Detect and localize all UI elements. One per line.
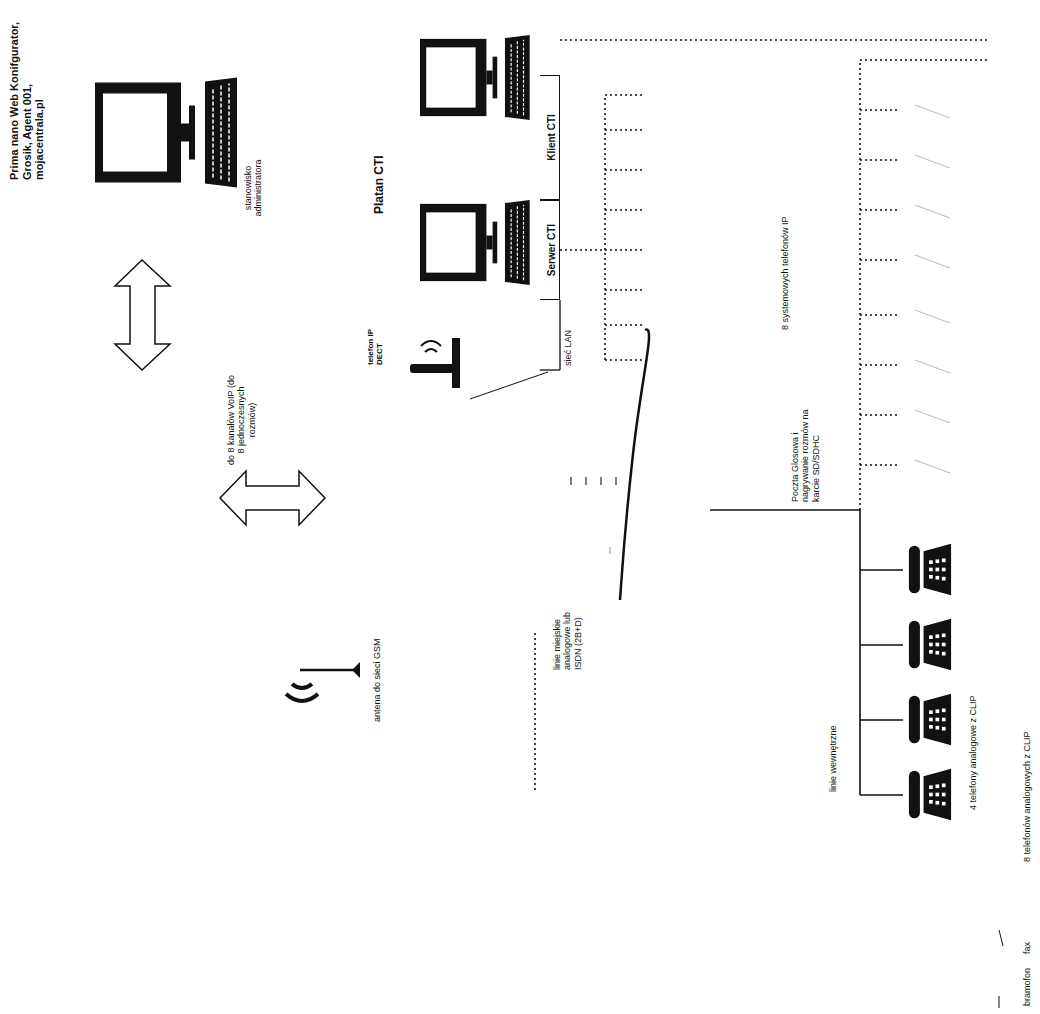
antenna-base bbox=[352, 662, 360, 678]
dect-base bbox=[452, 338, 460, 388]
ip-phone-wires bbox=[560, 40, 990, 360]
antenna-wave bbox=[286, 694, 318, 701]
label-text: sieć LAN bbox=[563, 330, 573, 366]
text-label: Poczta Glosowa i nagrywanie rozmów na ka… bbox=[790, 402, 821, 502]
analog-phone bbox=[909, 769, 951, 820]
text-label: linie wewnętrzne bbox=[828, 725, 838, 792]
lan-line bbox=[540, 369, 560, 370]
double-arrow bbox=[220, 471, 325, 525]
label-text: Poczta Glosowa i nagrywanie rozmów na ka… bbox=[790, 409, 821, 502]
antenna-mast bbox=[300, 669, 356, 672]
label-text: Platan CTI bbox=[372, 155, 386, 214]
cti-client-computer bbox=[420, 35, 530, 120]
antenna-wave bbox=[292, 684, 312, 688]
cti-server-computer bbox=[420, 200, 530, 285]
cti-box: Klient CTI bbox=[540, 75, 560, 200]
text-label: telefon IP DECT bbox=[366, 323, 384, 365]
dect-handset bbox=[410, 364, 454, 373]
text-label: 8 systemowych telefonów IP bbox=[780, 216, 790, 330]
analog-phone bbox=[909, 694, 951, 745]
text-label: sieć LAN bbox=[563, 330, 573, 366]
label-text: antena do sieci GSM bbox=[372, 638, 382, 722]
admin-computer bbox=[95, 78, 237, 188]
analog-phone-wires bbox=[860, 60, 990, 510]
label-text: do 8 kanałów VoIP (do 8 jednoczesnych ro… bbox=[226, 375, 257, 465]
internal-lines bbox=[710, 510, 903, 795]
text-label: fax bbox=[1022, 942, 1032, 954]
city-lines bbox=[534, 630, 536, 790]
text-label: antena do sieci GSM bbox=[372, 638, 382, 722]
dect-wave bbox=[421, 341, 441, 346]
dect-wave bbox=[425, 349, 437, 352]
pbx-marks bbox=[571, 477, 616, 554]
label-text: stanowisko administratora bbox=[243, 159, 263, 216]
text-label: bramofon bbox=[1022, 968, 1032, 1006]
label-text: telefon IP DECT bbox=[366, 329, 384, 365]
analog-phone bbox=[909, 619, 951, 670]
label-text: 8 telefonów analogowych z CLIP bbox=[1022, 731, 1032, 862]
fax-mark bbox=[999, 930, 1003, 946]
text-label: Platan CTI bbox=[373, 155, 387, 214]
analog-phone bbox=[909, 544, 951, 595]
label-text: bramofon bbox=[1022, 968, 1032, 1006]
text-label: linie miejskie analogowe lub ISDN (2B+D) bbox=[552, 590, 583, 670]
label-text: linie wewnętrzne bbox=[828, 725, 838, 792]
text-label: do 8 kanałów VoIP (do 8 jednoczesnych ro… bbox=[226, 374, 257, 466]
label-text: 4 telefony analogowe z CLIP bbox=[968, 695, 978, 810]
double-arrow bbox=[115, 260, 170, 370]
text-label: 4 telefony analogowe z CLIP bbox=[968, 695, 978, 810]
box-text: Klient CTI bbox=[546, 114, 557, 161]
box-text: Serwer CTI bbox=[546, 224, 557, 276]
faint-analog-phones bbox=[915, 105, 950, 473]
pbx-device bbox=[620, 330, 649, 600]
label-text: fax bbox=[1022, 942, 1032, 954]
cti-box: Serwer CTI bbox=[540, 200, 560, 300]
dect-link bbox=[470, 372, 548, 399]
heading-label: Prima nano Web Konifgurator, Grosik, Age… bbox=[8, 5, 46, 180]
heading-text: Prima nano Web Konifgurator, Grosik, Age… bbox=[8, 22, 45, 180]
label-text: 8 systemowych telefonów IP bbox=[780, 216, 790, 330]
lan-line bbox=[559, 300, 560, 370]
text-label: 8 telefonów analogowych z CLIP bbox=[1022, 731, 1032, 862]
text-label: stanowisko administratora bbox=[243, 152, 264, 224]
door-phone-mark bbox=[999, 996, 1000, 1008]
label-text: linie miejskie analogowe lub ISDN (2B+D) bbox=[552, 612, 583, 670]
